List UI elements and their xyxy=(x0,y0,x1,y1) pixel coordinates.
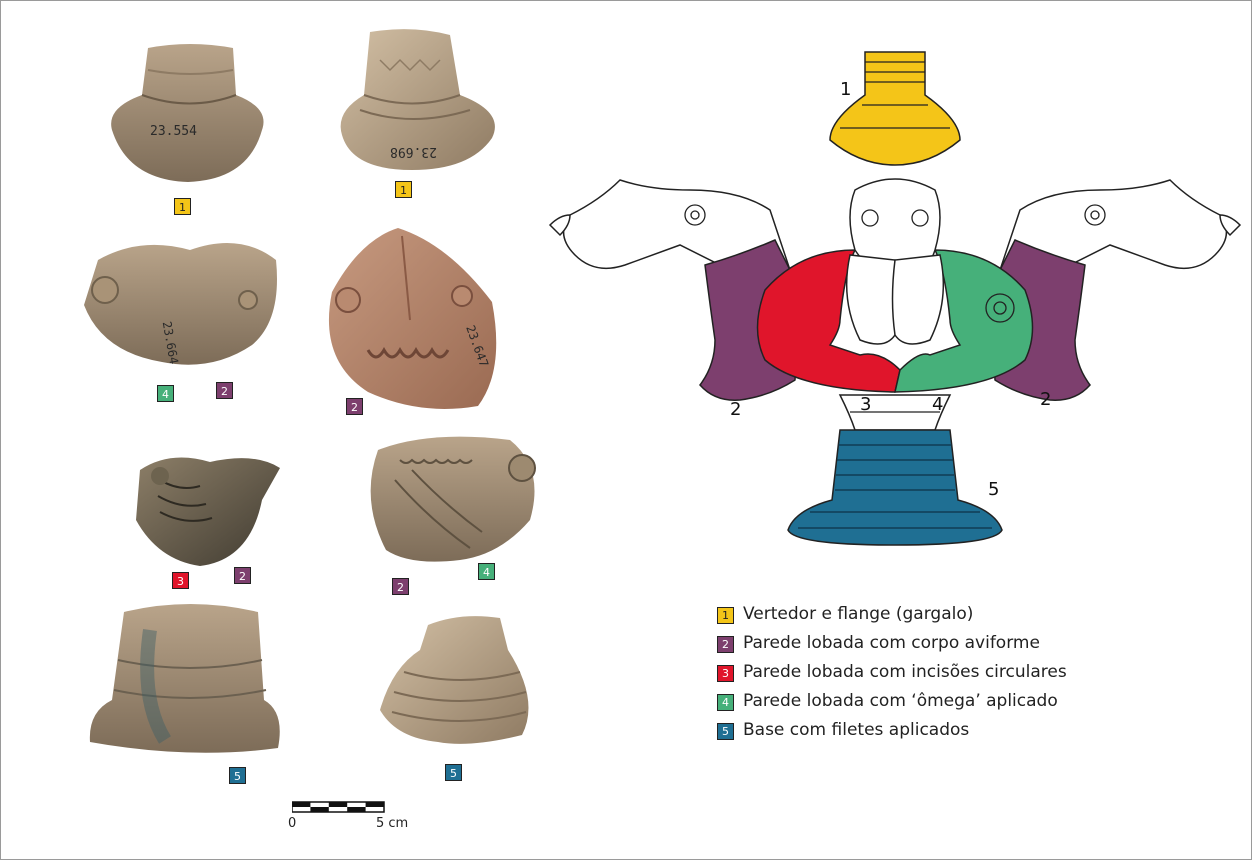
badge-2: 2 xyxy=(392,578,409,595)
legend-swatch: 1 xyxy=(717,607,734,624)
badge-5: 5 xyxy=(445,764,462,781)
badge-1: 1 xyxy=(174,198,191,215)
diagram-label-2-left: 2 xyxy=(730,399,741,420)
badge-2: 2 xyxy=(216,382,233,399)
vessel-reconstruction-diagram: 1 2 2 3 4 5 xyxy=(540,40,1250,580)
legend-label: Vertedor e flange (gargalo) xyxy=(743,604,973,624)
badge-4: 4 xyxy=(478,563,495,580)
scale-label-end: 5 cm xyxy=(376,816,408,831)
badge-4: 4 xyxy=(157,385,174,402)
scale-bar: 0 5 cm xyxy=(290,800,490,840)
catalog-number: 23.698 xyxy=(390,144,437,159)
scale-bar-graphic xyxy=(292,800,392,814)
legend-label: Parede lobada com ‘ômega’ aplicado xyxy=(743,691,1058,711)
diagram-label-5: 5 xyxy=(988,479,999,500)
badge-3: 3 xyxy=(172,572,189,589)
sherd-neck-1: 23.554 xyxy=(111,44,263,182)
sherd-base-2 xyxy=(380,616,528,744)
legend-item: 4 Parede lobada com ‘ômega’ aplicado xyxy=(717,691,1237,715)
diagram-label-2-right: 2 xyxy=(1040,389,1051,410)
sherd-lobe-incised xyxy=(136,458,280,567)
legend-item: 1 Vertedor e flange (gargalo) xyxy=(717,604,1237,628)
legend-item: 3 Parede lobada com incisões circulares xyxy=(717,662,1237,686)
vessel-diagram-svg: 1 2 2 3 4 5 xyxy=(540,40,1250,580)
catalog-number: 23.554 xyxy=(150,124,197,139)
sherd-bird-body-1: 23.664 xyxy=(84,243,277,365)
badge-2: 2 xyxy=(234,567,251,584)
region-1 xyxy=(830,52,960,165)
legend-label: Parede lobada com corpo aviforme xyxy=(743,633,1040,653)
diagram-label-4: 4 xyxy=(932,394,943,415)
legend-swatch: 5 xyxy=(717,723,734,740)
sherd-bird-head: 23.647 xyxy=(329,228,496,409)
sherd-lobe-omega xyxy=(371,437,535,562)
legend-swatch: 4 xyxy=(717,694,734,711)
badge-2: 2 xyxy=(346,398,363,415)
sherd-photos-svg: 23.554 23.698 23.664 23.647 xyxy=(0,0,560,860)
legend: 1 Vertedor e flange (gargalo) 2 Parede l… xyxy=(717,604,1237,749)
diagram-label-1: 1 xyxy=(840,79,851,100)
badge-1: 1 xyxy=(395,181,412,198)
legend-swatch: 2 xyxy=(717,636,734,653)
legend-label: Parede lobada com incisões circulares xyxy=(743,662,1067,682)
legend-item: 5 Base com filetes aplicados xyxy=(717,720,1237,744)
badge-5: 5 xyxy=(229,767,246,784)
sherd-neck-2: 23.698 xyxy=(341,29,495,170)
legend-item: 2 Parede lobada com corpo aviforme xyxy=(717,633,1237,657)
sherd-photographs: 23.554 23.698 23.664 23.647 xyxy=(0,0,560,860)
legend-label: Base com filetes aplicados xyxy=(743,720,969,740)
legend-swatch: 3 xyxy=(717,665,734,682)
diagram-label-3: 3 xyxy=(860,394,871,415)
sherd-base-1 xyxy=(90,604,280,753)
scale-label-start: 0 xyxy=(288,816,296,831)
